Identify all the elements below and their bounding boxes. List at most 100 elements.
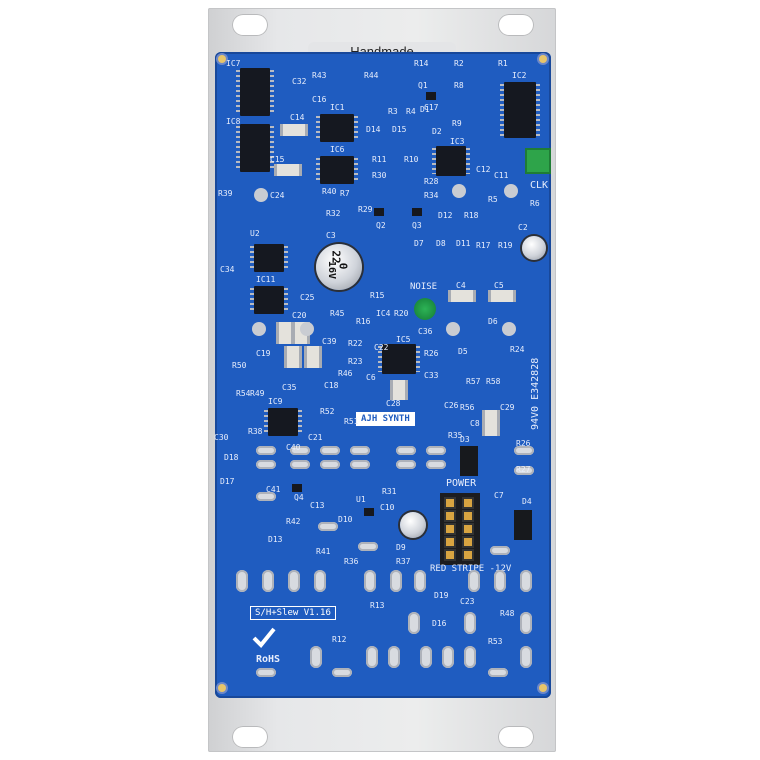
solder-pad bbox=[350, 460, 370, 469]
chip-ic11 bbox=[250, 286, 288, 314]
power-label: POWER bbox=[446, 478, 477, 489]
diode-d3 bbox=[460, 446, 478, 476]
ref-r2: R2 bbox=[454, 59, 464, 68]
jack-pad bbox=[314, 570, 326, 592]
ref-d18: D18 bbox=[224, 453, 239, 462]
ref-d9: D9 bbox=[396, 543, 406, 552]
ref-ic7: IC7 bbox=[226, 59, 241, 68]
ref-r46: R46 bbox=[338, 369, 353, 378]
solder-pad bbox=[488, 668, 508, 677]
ref-d15: D15 bbox=[392, 125, 407, 134]
ref-c36: C36 bbox=[418, 327, 433, 336]
capacitor-c29 bbox=[482, 410, 500, 436]
ref-d10: D10 bbox=[338, 515, 353, 524]
test-point bbox=[504, 184, 518, 198]
ref-c35: C35 bbox=[282, 383, 297, 392]
ref-c32: C32 bbox=[292, 77, 307, 86]
electrolytic-capacitor-c3 bbox=[316, 244, 362, 290]
ref-r6: R6 bbox=[530, 199, 540, 208]
solder-pad bbox=[256, 460, 276, 469]
version-label: S/H+Slew V1.16 bbox=[250, 606, 336, 620]
rohs-label: RoHS bbox=[256, 654, 281, 665]
ref-u2: U2 bbox=[250, 229, 260, 238]
mounting-slot-bottom-left bbox=[232, 726, 268, 748]
ref-c8: C8 bbox=[470, 419, 480, 428]
jack-pad bbox=[442, 646, 454, 668]
ref-c12: C12 bbox=[476, 165, 491, 174]
jack-pad bbox=[288, 570, 300, 592]
ref-r42: R42 bbox=[286, 517, 301, 526]
ref-u1: U1 bbox=[356, 495, 366, 504]
ref-c41: C41 bbox=[266, 485, 281, 494]
ref-c16: C16 bbox=[312, 95, 327, 104]
ref-r45: R45 bbox=[330, 309, 345, 318]
mounting-slot-top-right bbox=[498, 14, 534, 36]
chip-ic5 bbox=[378, 344, 420, 374]
ref-r35: R35 bbox=[448, 431, 463, 440]
test-point bbox=[300, 322, 314, 336]
ref-d16: D16 bbox=[432, 619, 447, 628]
ref-r23: R23 bbox=[348, 357, 363, 366]
ref-r52: R52 bbox=[320, 407, 335, 416]
jack-pad bbox=[236, 570, 248, 592]
solder-pad bbox=[256, 668, 276, 677]
ref-r3: R3 bbox=[388, 107, 398, 116]
solder-pad bbox=[290, 460, 310, 469]
ref-c5: C5 bbox=[494, 281, 504, 290]
ref-r29: R29 bbox=[358, 205, 373, 214]
transistor-q2 bbox=[374, 208, 384, 216]
jack-pad bbox=[520, 612, 532, 634]
red-stripe-label: RED STRIPE -12V bbox=[430, 564, 512, 574]
test-point bbox=[252, 322, 266, 336]
ref-r4: R4 bbox=[406, 107, 416, 116]
ref-r18: R18 bbox=[464, 211, 479, 220]
capacitor-marking: 0 bbox=[336, 262, 350, 270]
ref-d11: D11 bbox=[456, 239, 471, 248]
jack-pad bbox=[414, 570, 426, 592]
ref-r14: R14 bbox=[414, 59, 429, 68]
solder-pad bbox=[318, 522, 338, 531]
ref-c2: C2 bbox=[518, 223, 528, 232]
ref-r26: R26 bbox=[424, 349, 439, 358]
ref-d13: D13 bbox=[268, 535, 283, 544]
ref-q1: Q1 bbox=[418, 81, 428, 90]
ref-r12: R12 bbox=[332, 635, 347, 644]
board-mount-pad bbox=[218, 684, 226, 692]
chip-ic1 bbox=[316, 114, 358, 142]
diode-d4 bbox=[514, 510, 532, 540]
ref-r16: R16 bbox=[356, 317, 371, 326]
capacitor-c28 bbox=[390, 380, 408, 400]
test-point bbox=[446, 322, 460, 336]
ref-ic1: IC1 bbox=[330, 103, 345, 112]
ref-r36: R36 bbox=[344, 557, 359, 566]
chip-u2 bbox=[250, 244, 288, 272]
ref-r13: R13 bbox=[370, 601, 385, 610]
ref-d14: D14 bbox=[366, 125, 381, 134]
ref-ic4: IC4 bbox=[376, 309, 391, 318]
ref-c29: C29 bbox=[500, 403, 515, 412]
ref-c11: C11 bbox=[494, 171, 509, 180]
ref-q3: Q3 bbox=[412, 221, 422, 230]
ref-c19: C19 bbox=[256, 349, 271, 358]
ref-d19: D19 bbox=[434, 591, 449, 600]
chip-ic3 bbox=[432, 146, 470, 176]
ref-r1: R1 bbox=[498, 59, 508, 68]
ref-r28: R28 bbox=[424, 177, 439, 186]
solder-pad bbox=[514, 446, 534, 455]
ref-r24: R24 bbox=[510, 345, 525, 354]
ref-ic11: IC11 bbox=[256, 275, 276, 284]
clock-led bbox=[525, 148, 551, 174]
solder-pad bbox=[490, 546, 510, 555]
board-mount-pad bbox=[539, 55, 547, 63]
ref-r40: R40 bbox=[322, 187, 337, 196]
transistor-q4 bbox=[292, 484, 302, 492]
jack-pad bbox=[520, 570, 532, 592]
test-point bbox=[254, 188, 268, 202]
ref-r43: R43 bbox=[312, 71, 327, 80]
ref-c15: C15 bbox=[270, 155, 285, 164]
ref-r22: R22 bbox=[348, 339, 363, 348]
ref-r20: R20 bbox=[394, 309, 409, 318]
jack-pad bbox=[390, 570, 402, 592]
solder-pad bbox=[256, 446, 276, 455]
